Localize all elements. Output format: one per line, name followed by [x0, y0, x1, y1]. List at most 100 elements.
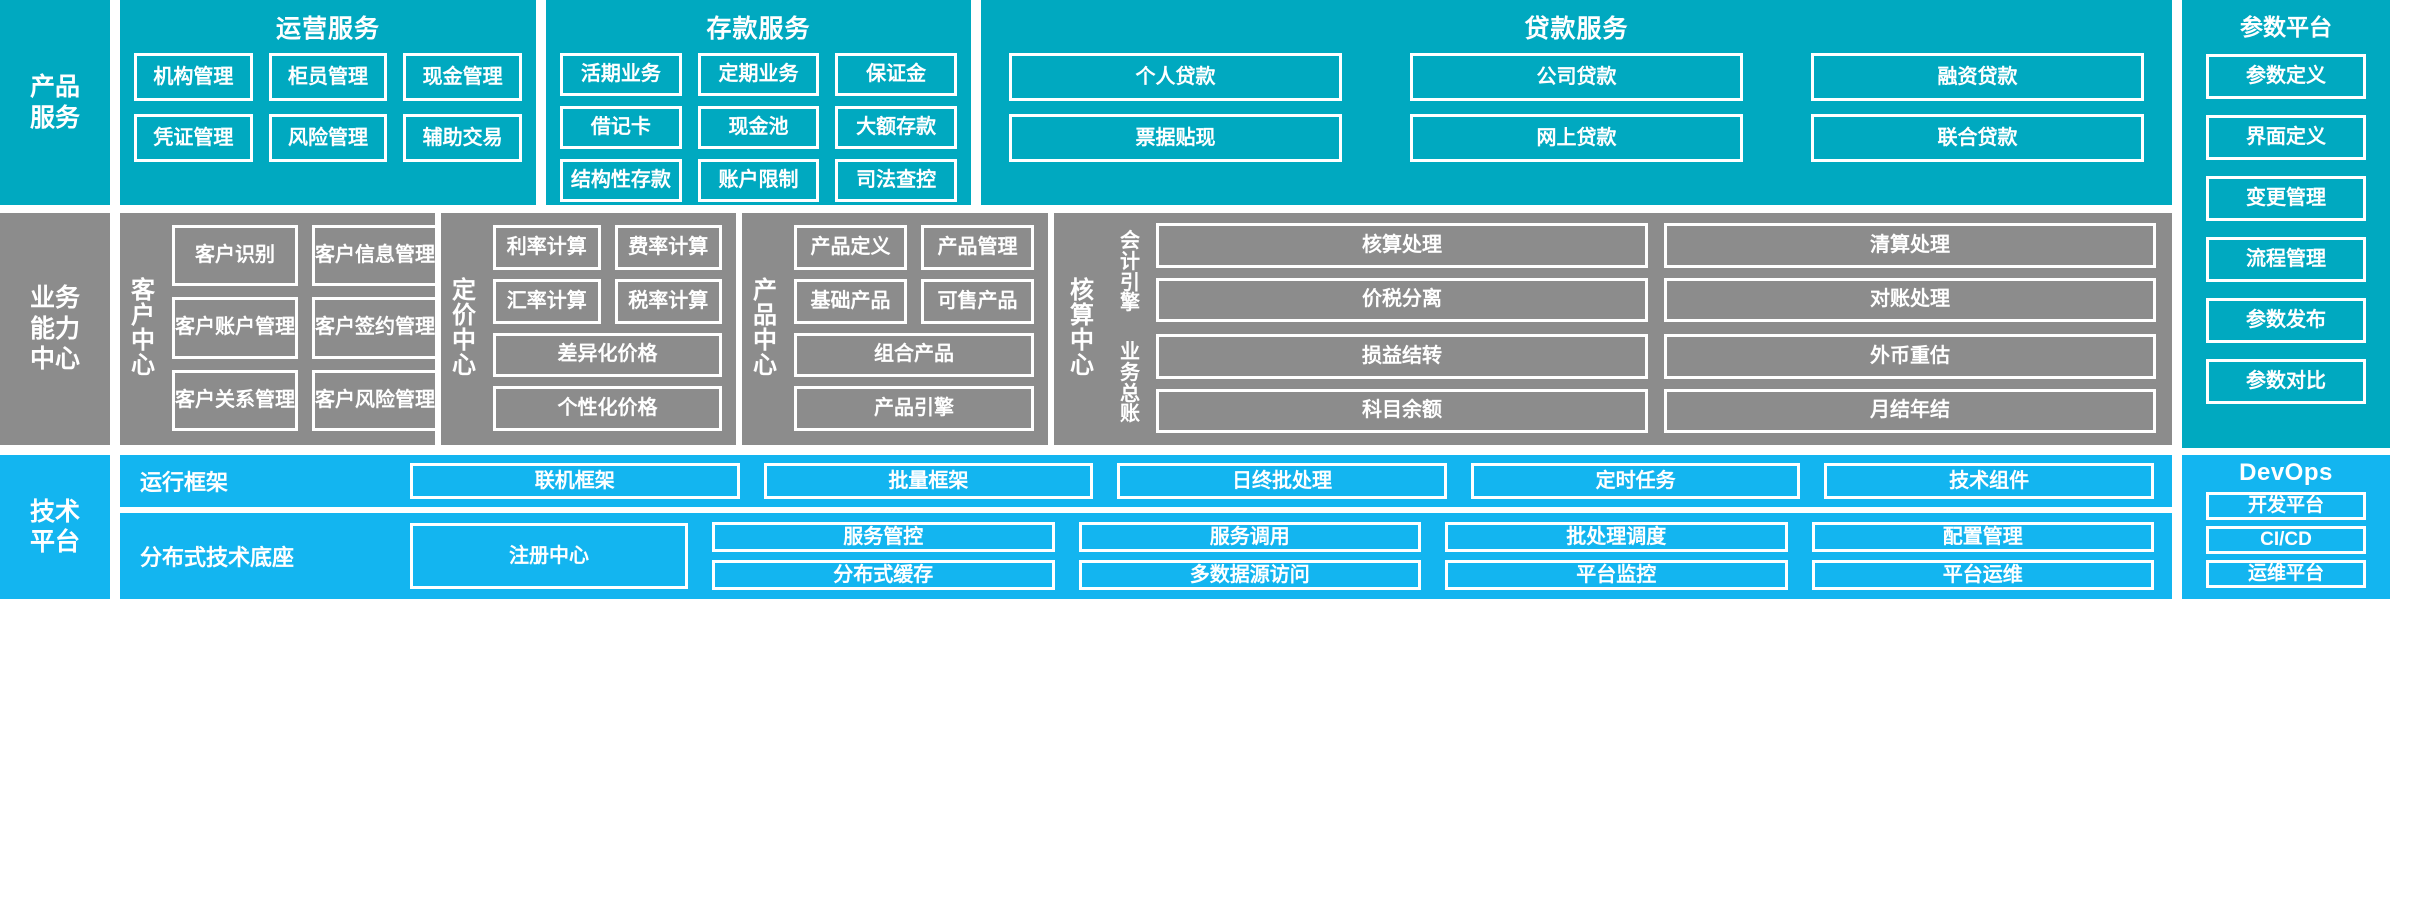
capability-cell[interactable]: 外币重估: [1664, 334, 2156, 379]
capability-cell[interactable]: 产品引擎: [794, 386, 1034, 431]
capability-cell[interactable]: 对账处理: [1664, 277, 2156, 322]
panel-accounting-center: 核算中心 会计引擎 核算处理 清算处理 价税分离 对账处理: [1054, 213, 2172, 445]
vlabel-char: 中: [131, 327, 155, 354]
vlabel-char: 账: [1120, 403, 1140, 426]
capability-cell[interactable]: 客户签约管理: [312, 297, 438, 359]
tech-cell[interactable]: 定时任务: [1470, 463, 1801, 499]
registry-wrap: 注册中心: [410, 523, 688, 589]
capability-cell[interactable]: 客户账户管理: [172, 297, 298, 359]
service-cell[interactable]: 柜员管理: [268, 53, 388, 101]
rail-item[interactable]: 开发平台: [2206, 492, 2366, 520]
tech-cell-registry[interactable]: 注册中心: [410, 523, 688, 589]
capability-cell[interactable]: 客户风险管理: [312, 369, 438, 431]
vlabel-char: 会: [1120, 229, 1140, 252]
service-cell[interactable]: 辅助交易: [403, 114, 523, 162]
capability-cell[interactable]: 价税分离: [1156, 277, 1648, 322]
tech-cell[interactable]: 服务管控: [712, 522, 1055, 552]
service-cell[interactable]: 活期业务: [560, 53, 682, 96]
capability-cell[interactable]: 月结年结: [1664, 388, 2156, 433]
layer-label-line: 平台: [29, 528, 80, 556]
capability-cell[interactable]: 基础产品: [794, 278, 907, 324]
center-name-product: 产品中心: [742, 213, 788, 445]
service-cell[interactable]: 现金管理: [403, 53, 523, 101]
service-cell[interactable]: 票据贴现: [1009, 114, 1342, 162]
center-row: 利率计算 费率计算: [493, 225, 722, 270]
panel-grid: 机构管理 柜员管理 现金管理 凭证管理 风险管理 辅助交易: [120, 53, 536, 176]
service-cell[interactable]: 保证金: [835, 53, 958, 96]
capability-cell[interactable]: 个性化价格: [493, 386, 722, 431]
service-cell[interactable]: 结构性存款: [560, 159, 682, 202]
capability-cell[interactable]: 利率计算: [493, 225, 601, 270]
capability-cell[interactable]: 费率计算: [614, 225, 722, 270]
service-cell[interactable]: 凭证管理: [134, 114, 253, 162]
tech-cell[interactable]: 联机框架: [410, 463, 740, 499]
tech-cell[interactable]: 批量框架: [763, 463, 1094, 499]
panel-row: 个人贷款 公司贷款 融资贷款: [1009, 53, 2144, 101]
service-cell[interactable]: 联合贷款: [1811, 114, 2144, 162]
capability-cell[interactable]: 产品定义: [794, 225, 907, 270]
tech-cell[interactable]: 配置管理: [1811, 522, 2154, 552]
block-cells: 联机框架 批量框架 日终批处理 定时任务 技术组件: [410, 463, 2172, 499]
capability-cell[interactable]: 税率计算: [614, 278, 722, 324]
panel-title: 贷款服务: [1524, 15, 1629, 43]
service-cell[interactable]: 网上贷款: [1410, 114, 1743, 162]
panel-distributed-base: 分布式技术底座 注册中心 服务管控 分布式缓存 服务调用 多数据源访问 批处理调…: [120, 513, 2172, 599]
tech-cell[interactable]: 多数据源访问: [1078, 560, 1421, 590]
capability-cell[interactable]: 组合产品: [794, 332, 1034, 378]
rail-item[interactable]: 参数对比: [2206, 359, 2366, 404]
capability-cell[interactable]: 客户识别: [172, 225, 298, 287]
rail-item[interactable]: 运维平台: [2206, 560, 2366, 588]
rail-item[interactable]: 参数定义: [2206, 54, 2366, 99]
tech-cell[interactable]: 技术组件: [1824, 463, 2154, 499]
service-cell[interactable]: 风险管理: [268, 114, 388, 162]
tech-cell[interactable]: 平台监控: [1445, 560, 1788, 590]
panel-product-center: 产品中心 产品定义 产品管理 基础产品 可售产品 组合产品 产品引擎: [742, 213, 1048, 445]
panel-deposit-services: 存款服务 活期业务 定期业务 保证金 借记卡 现金池 大额存款 结构性存款 账户…: [546, 0, 971, 205]
service-cell[interactable]: 融资贷款: [1811, 53, 2144, 101]
capability-cell[interactable]: 客户关系管理: [172, 369, 298, 431]
rail-item[interactable]: 界面定义: [2206, 115, 2366, 160]
tech-cell[interactable]: 服务调用: [1078, 522, 1421, 552]
tech-cell[interactable]: 批处理调度: [1445, 522, 1788, 552]
capability-cell[interactable]: 核算处理: [1156, 223, 1648, 268]
service-cell[interactable]: 借记卡: [560, 106, 682, 149]
capability-cell[interactable]: 可售产品: [921, 278, 1034, 324]
vlabel-char: 品: [753, 302, 777, 330]
tech-cell[interactable]: 日终批处理: [1117, 463, 1447, 499]
sub-label-business-general-ledger: 业务总账: [1110, 334, 1150, 433]
group-row: 价税分离 对账处理: [1156, 277, 2156, 322]
center-row: 产品引擎: [794, 386, 1034, 431]
service-cell[interactable]: 账户限制: [697, 159, 820, 202]
service-cell[interactable]: 公司贷款: [1410, 53, 1743, 101]
rail-item[interactable]: 变更管理: [2206, 176, 2366, 221]
tech-cell[interactable]: 平台运维: [1811, 560, 2154, 590]
capability-cell[interactable]: 损益结转: [1156, 334, 1648, 379]
layer-label-line: 技术: [29, 497, 80, 526]
rail-item[interactable]: 流程管理: [2206, 237, 2366, 282]
service-cell[interactable]: 定期业务: [697, 53, 820, 96]
service-cell[interactable]: 现金池: [697, 106, 820, 149]
block-title: 分布式技术底座: [140, 545, 295, 570]
service-cell[interactable]: 个人贷款: [1009, 53, 1342, 101]
service-cell[interactable]: 机构管理: [134, 53, 253, 101]
panel-customer-center: 客户中心 客户识别 客户信息管理 客户账户管理 客户签约管理 客户关系管理 客户…: [120, 213, 438, 445]
block-column: 服务管控 分布式缓存: [712, 522, 1055, 590]
service-cell[interactable]: 司法查控: [835, 159, 958, 202]
layer-label-technical-platform: 技术 平台: [0, 455, 110, 599]
capability-cell[interactable]: 产品管理: [921, 225, 1034, 270]
rail-item[interactable]: CI/CD: [2206, 526, 2366, 554]
capability-cell[interactable]: 科目余额: [1156, 388, 1648, 433]
vlabel-char: 算: [1070, 302, 1094, 330]
center-grid: 产品定义 产品管理 基础产品 可售产品 组合产品 产品引擎: [788, 213, 1048, 445]
panel-row: 借记卡 现金池 大额存款: [560, 106, 958, 149]
capability-cell[interactable]: 差异化价格: [493, 332, 722, 378]
capability-cell[interactable]: 清算处理: [1664, 223, 2156, 268]
capability-cell[interactable]: 汇率计算: [493, 278, 601, 324]
service-cell[interactable]: 大额存款: [835, 106, 958, 149]
sub-label-accounting-engine: 会计引擎: [1110, 223, 1150, 322]
rail-item[interactable]: 参数发布: [2206, 298, 2366, 343]
capability-cell[interactable]: 客户信息管理: [312, 225, 438, 287]
tech-cell[interactable]: 分布式缓存: [712, 560, 1055, 590]
group-row: 科目余额 月结年结: [1156, 388, 2156, 433]
layer-label-line: 业务: [29, 284, 80, 313]
